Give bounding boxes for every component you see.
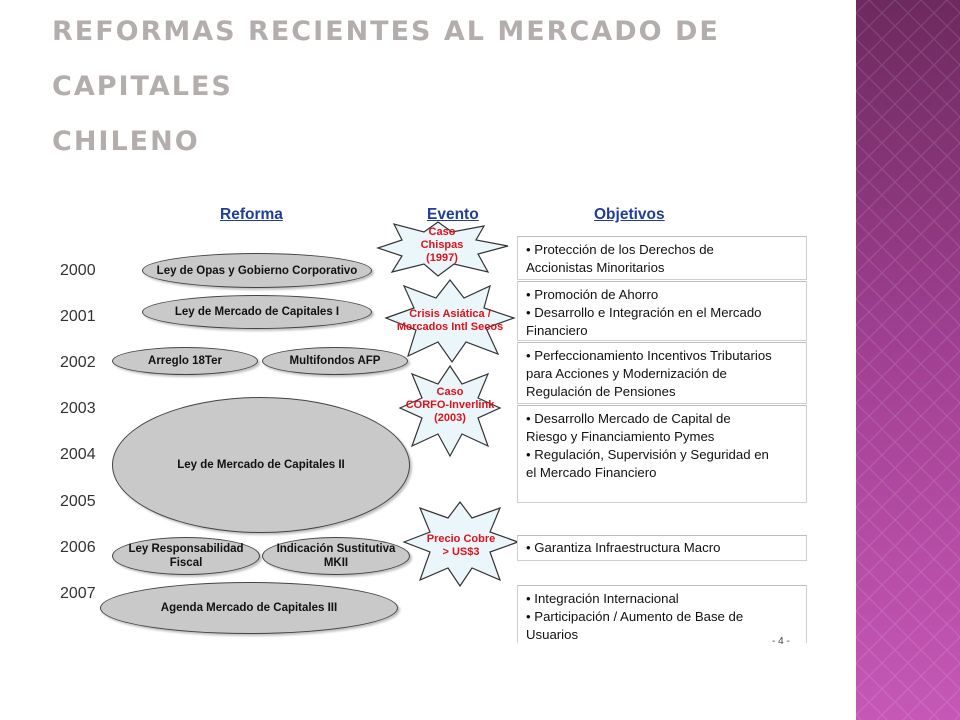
page-number: - 4 - bbox=[772, 636, 790, 647]
event-caso-corfo: Caso CORFO-Inverlink (2003) bbox=[405, 386, 495, 424]
objective-capital-riesgo: • Desarrollo Mercado de Capital de Riesg… bbox=[517, 405, 807, 503]
event-precio-cobre: Precio Cobre > US$3 bbox=[426, 533, 496, 558]
objective-line: Financiero bbox=[526, 323, 588, 338]
slide-title: Reformas Recientes al Mercado de Capital… bbox=[52, 4, 832, 169]
objective-line: Regulación de Pensiones bbox=[526, 384, 676, 399]
header-reforma: Reforma bbox=[220, 206, 283, 223]
reform-arreglo-18ter: Arreglo 18Ter bbox=[112, 347, 258, 375]
objective-line: • Protección de los Derechos de bbox=[526, 242, 714, 257]
decorative-sidebar bbox=[856, 0, 960, 720]
reform-ley-opas: Ley de Opas y Gobierno Corporativo bbox=[142, 253, 372, 288]
objective-line: Accionistas Minoritarios bbox=[526, 260, 665, 275]
objective-line: Riesgo y Financiamiento Pymes bbox=[526, 429, 715, 444]
objective-line: • Participación / Aumento de Base de bbox=[526, 609, 744, 624]
header-objetivos: Objetivos bbox=[594, 206, 665, 223]
event-burst-crisis bbox=[384, 279, 516, 364]
objective-derechos-accionistas: • Protección de los Derechos de Accionis… bbox=[517, 236, 807, 280]
year-2004: 2004 bbox=[60, 446, 96, 463]
reform-indicacion-mkii: Indicación Sustitutiva MKII bbox=[262, 537, 410, 575]
event-crisis-asiatica: Crisis Asiática / Mercados Intl Secos bbox=[396, 308, 504, 333]
objective-integracion-internacional: • Integración Internacional • Participac… bbox=[517, 585, 807, 643]
year-2003: 2003 bbox=[60, 400, 96, 417]
event-burst-corfo bbox=[398, 364, 502, 458]
reform-agenda-mercado-capitales-3: Agenda Mercado de Capitales III bbox=[100, 582, 398, 634]
objective-line: • Perfeccionamiento Incentivos Tributari… bbox=[526, 348, 772, 363]
objective-infraestructura-macro: • Garantiza Infraestructura Macro bbox=[517, 535, 807, 561]
year-2006: 2006 bbox=[60, 539, 96, 556]
objective-line: para Acciones y Modernización de bbox=[526, 366, 727, 381]
objective-line: • Regulación, Supervisión y Seguridad en bbox=[526, 447, 769, 462]
year-2007: 2007 bbox=[60, 585, 96, 602]
year-2005: 2005 bbox=[60, 493, 96, 510]
year-2000: 2000 bbox=[60, 262, 96, 279]
objective-line: el Mercado Financiero bbox=[526, 465, 657, 480]
header-evento: Evento bbox=[427, 206, 479, 223]
year-2001: 2001 bbox=[60, 308, 96, 325]
objective-promocion-ahorro: • Promoción de Ahorro • Desarrollo e Int… bbox=[517, 281, 807, 341]
title-line-1: Reformas Recientes al Mercado de Capital… bbox=[52, 16, 720, 102]
reform-mercado-capitales-1: Ley de Mercado de Capitales I bbox=[142, 295, 372, 329]
event-caso-chispas: Caso Chispas (1997) bbox=[420, 226, 464, 264]
objective-line: • Garantiza Infraestructura Macro bbox=[526, 540, 721, 555]
objective-line: • Desarrollo Mercado de Capital de bbox=[526, 411, 731, 426]
reform-multifondos-afp: Multifondos AFP bbox=[262, 347, 408, 375]
objective-line: • Integración Internacional bbox=[526, 591, 679, 606]
reform-mercado-capitales-2: Ley de Mercado de Capitales II bbox=[112, 397, 410, 533]
event-burst-chispas bbox=[376, 221, 509, 277]
objective-line: • Promoción de Ahorro bbox=[526, 287, 659, 302]
objective-line: • Desarrollo e Integración en el Mercado bbox=[526, 305, 762, 320]
title-line-2: Chileno bbox=[52, 126, 200, 157]
objective-incentivos-tributarios: • Perfeccionamiento Incentivos Tributari… bbox=[517, 342, 807, 404]
objective-line: Usuarios bbox=[526, 627, 579, 642]
reform-responsabilidad-fiscal: Ley Responsabilidad Fiscal bbox=[112, 537, 260, 575]
year-2002: 2002 bbox=[60, 354, 96, 371]
